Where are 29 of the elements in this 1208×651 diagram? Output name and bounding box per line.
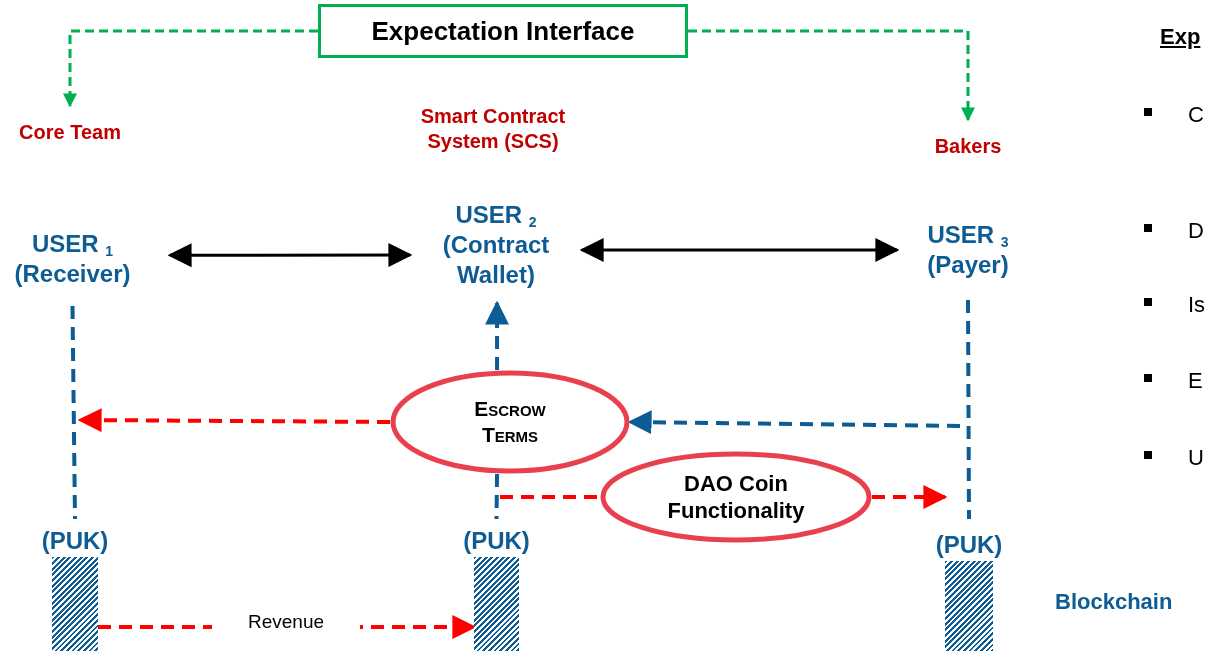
ellipse-label: DAO Coin Functionality [666,469,806,525]
arrow [688,29,975,122]
arrow [167,243,413,268]
puk-label: (PUK) [41,529,109,553]
ellipse-label: Escrow Terms [473,395,547,448]
role-label: Bakers [918,132,1018,160]
function-ellipse [600,451,872,543]
arrow [485,300,510,370]
arrow [579,238,900,262]
interface-box [318,4,688,58]
panel-heading: Exp [1160,23,1202,51]
role-label: Core Team [0,118,140,146]
puk-label: (PUK) [463,529,530,553]
interface-title: Expectation Interface [371,14,635,48]
user-label: USER $_{1}$ (Receiver) [0,222,145,296]
blockchain-label: Blockchain [1055,588,1174,616]
puk-label: (PUK) [935,533,1003,557]
arrow [872,485,948,509]
bullet-text: D [1188,217,1205,245]
bullet-text: C [1188,101,1205,129]
bullet-text: U [1188,444,1205,472]
user-label: USER $_{3}$ (Payer) [912,216,1024,284]
bullet-text: E [1188,367,1204,395]
system-label: Smart Contract System (SCS) [419,104,567,154]
bullet-text: Is [1188,291,1206,319]
escrow-ellipse [390,370,630,474]
user-label: USER $_{2}$ (Contract Wallet) [420,195,572,295]
arrow [63,29,318,108]
arrow [77,408,390,433]
